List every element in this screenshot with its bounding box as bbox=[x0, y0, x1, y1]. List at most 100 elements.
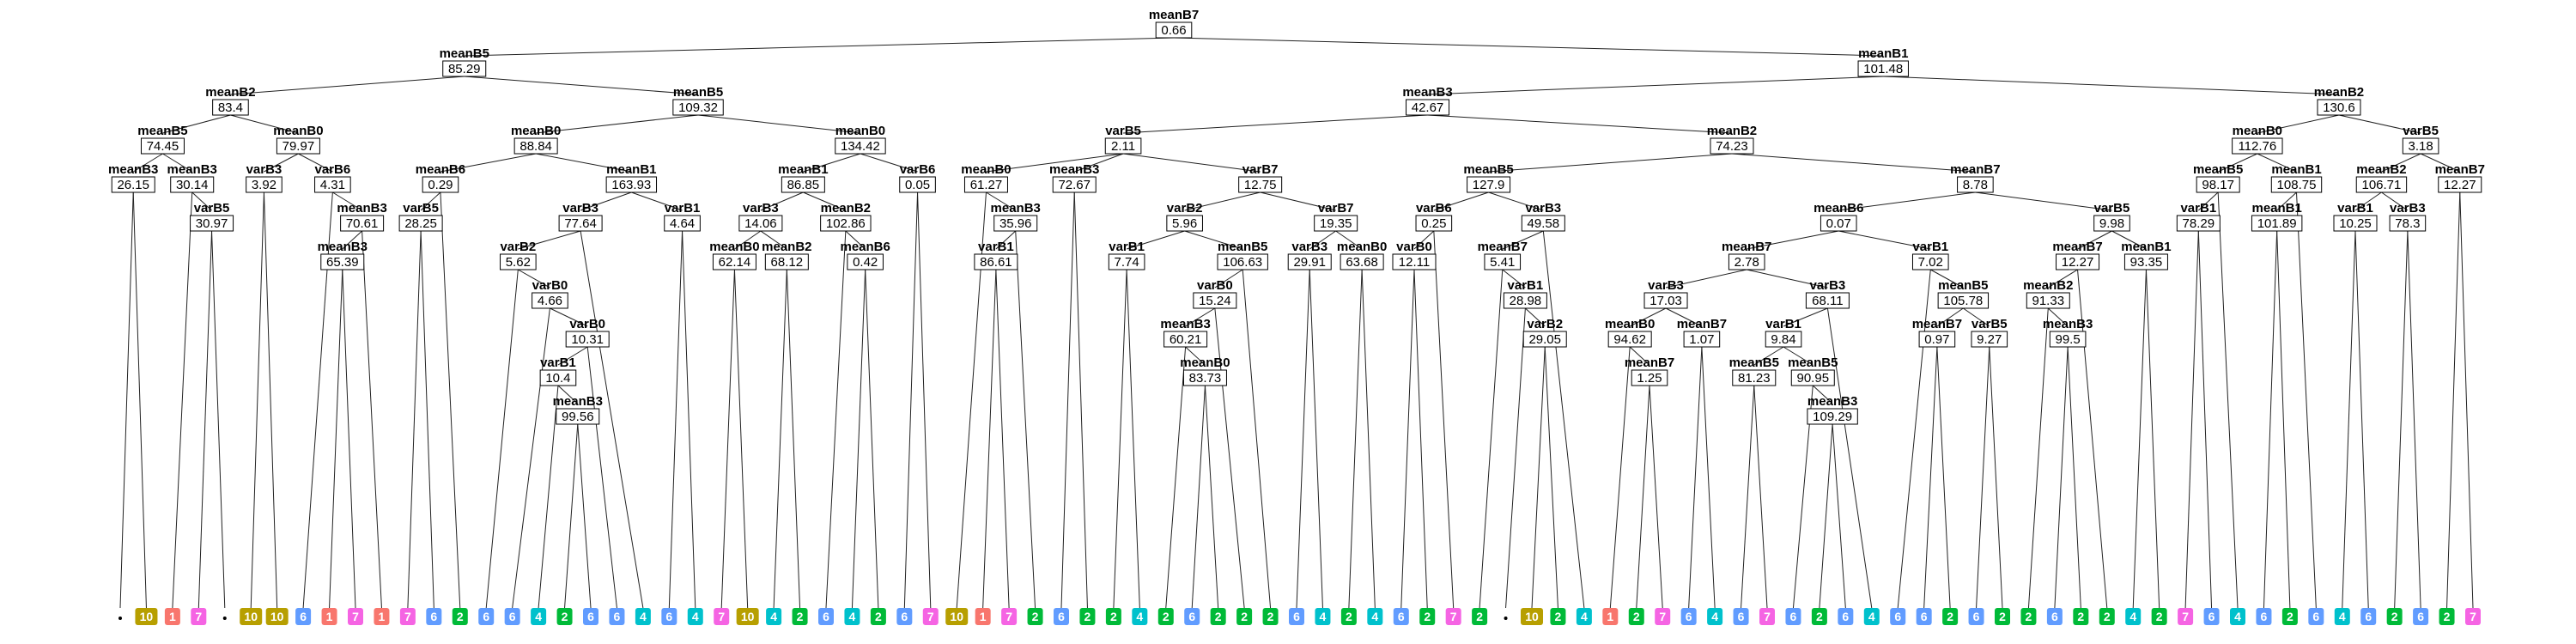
tree-edge bbox=[1731, 153, 1976, 173]
split-value-box bbox=[558, 215, 603, 232]
split-value-box bbox=[764, 253, 809, 270]
leaf-class-label: 4 bbox=[692, 610, 699, 623]
tree-edge bbox=[1963, 307, 1990, 327]
leaf-node: 7 bbox=[2465, 608, 2481, 625]
split-value-box bbox=[1467, 176, 1511, 193]
split-variable-label: meanB5 bbox=[440, 46, 489, 61]
leaf-class-label: 6 bbox=[2417, 610, 2424, 623]
split-variable-label: meanB5 bbox=[1463, 162, 1513, 177]
tree-edge bbox=[1184, 230, 1243, 250]
leaf-class-box bbox=[1995, 608, 2010, 625]
split-value-label: 26.15 bbox=[117, 178, 149, 192]
split-variable-label: meanB7 bbox=[1149, 8, 1199, 22]
split-value-label: 49.58 bbox=[1528, 216, 1560, 231]
leaf-node: 4 bbox=[1863, 608, 1880, 625]
leaf-class-box bbox=[321, 608, 337, 625]
split-variable-label: varB1 bbox=[2180, 201, 2216, 216]
tree-edge bbox=[2354, 230, 2369, 609]
split-value-box bbox=[532, 292, 568, 309]
split-variable-label: meanB5 bbox=[1218, 240, 1267, 254]
tree-edge bbox=[1783, 307, 1828, 327]
split-variable-label: varB7 bbox=[1242, 162, 1279, 177]
split-value-label: 62.14 bbox=[719, 255, 751, 270]
tree-edge bbox=[2342, 230, 2356, 609]
leaf-class-box bbox=[1759, 608, 1775, 625]
leaf-class-box bbox=[2413, 608, 2429, 625]
leaf-class-label: 2 bbox=[2287, 610, 2293, 623]
tree-edge bbox=[2048, 269, 2078, 289]
leaf-class-box bbox=[1001, 608, 1018, 625]
split-value-label: 99.5 bbox=[2056, 332, 2081, 347]
leaf-node: 4 bbox=[635, 608, 651, 625]
split-variable-label: meanB7 bbox=[1625, 355, 1674, 370]
tree-edge bbox=[1113, 269, 1127, 609]
leaf-class-box bbox=[1521, 608, 1543, 625]
split-value-label: 130.6 bbox=[2323, 100, 2355, 115]
leaf-class-box bbox=[1838, 608, 1854, 625]
tree-edge bbox=[1123, 114, 1428, 134]
tree-edge bbox=[2217, 191, 2239, 609]
tree-edge bbox=[1819, 423, 1833, 609]
split-value-label: 8.78 bbox=[1963, 178, 1988, 192]
split-value-label: 93.35 bbox=[2130, 255, 2163, 270]
split-value-label: 109.29 bbox=[1813, 410, 1852, 424]
leaf-class-box bbox=[1942, 608, 1959, 625]
split-value-label: 90.95 bbox=[1797, 371, 1830, 386]
leaf-class-label: 10 bbox=[1525, 610, 1539, 623]
split-value-label: 72.67 bbox=[1058, 178, 1091, 192]
tree-edge bbox=[1936, 307, 1964, 327]
leaf-class-label: 7 bbox=[2470, 610, 2476, 623]
split-value-label: 30.14 bbox=[176, 178, 209, 192]
tree-edge bbox=[1525, 307, 1546, 327]
split-variable-label: varB5 bbox=[2403, 124, 2439, 138]
split-value-label: 9.84 bbox=[1771, 332, 1795, 347]
split-value-label: 68.11 bbox=[1812, 294, 1843, 308]
tree-edge bbox=[1976, 346, 1990, 609]
tree-edge bbox=[1413, 230, 1435, 250]
split-value-label: 17.03 bbox=[1649, 294, 1682, 308]
leaf-node: 2 bbox=[1550, 608, 1566, 625]
split-value-label: 29.05 bbox=[1528, 332, 1561, 347]
split-variable-label: meanB3 bbox=[1402, 85, 1452, 100]
leaf-class-label: 2 bbox=[2077, 610, 2084, 623]
split-value-box bbox=[1340, 253, 1384, 270]
leaf-class-label: 4 bbox=[849, 610, 856, 623]
leaf-class-label: 4 bbox=[1711, 610, 1718, 623]
split-variable-label: meanB2 bbox=[821, 201, 871, 216]
leaf-node: 2 bbox=[1419, 608, 1436, 625]
split-variable-label: varB3 bbox=[562, 201, 598, 216]
leaf-class-box bbox=[2099, 608, 2115, 625]
leaf-class-box bbox=[2151, 608, 2167, 625]
leaf-class-label: 2 bbox=[1816, 610, 1823, 623]
tree-edge bbox=[1930, 269, 1964, 289]
tree-edge bbox=[1173, 37, 1884, 57]
leaf-class-box bbox=[1105, 608, 1121, 625]
leaf-node: 4 bbox=[531, 608, 547, 625]
tree-edge bbox=[2197, 191, 2219, 211]
split-value-box bbox=[835, 137, 886, 155]
split-value-box bbox=[513, 137, 558, 155]
split-value-box bbox=[1728, 253, 1765, 270]
split-value-label: 12.11 bbox=[1399, 255, 1430, 270]
leaf-class-label: 6 bbox=[823, 610, 829, 623]
leaf-class-label: 2 bbox=[875, 610, 882, 623]
leaf-class-box bbox=[1210, 608, 1226, 625]
tree-edge bbox=[557, 385, 579, 404]
split-value-label: 0.66 bbox=[1161, 23, 1186, 38]
leaf-node: 6 bbox=[1916, 608, 1932, 625]
leaf-node: 7 bbox=[1655, 608, 1671, 625]
